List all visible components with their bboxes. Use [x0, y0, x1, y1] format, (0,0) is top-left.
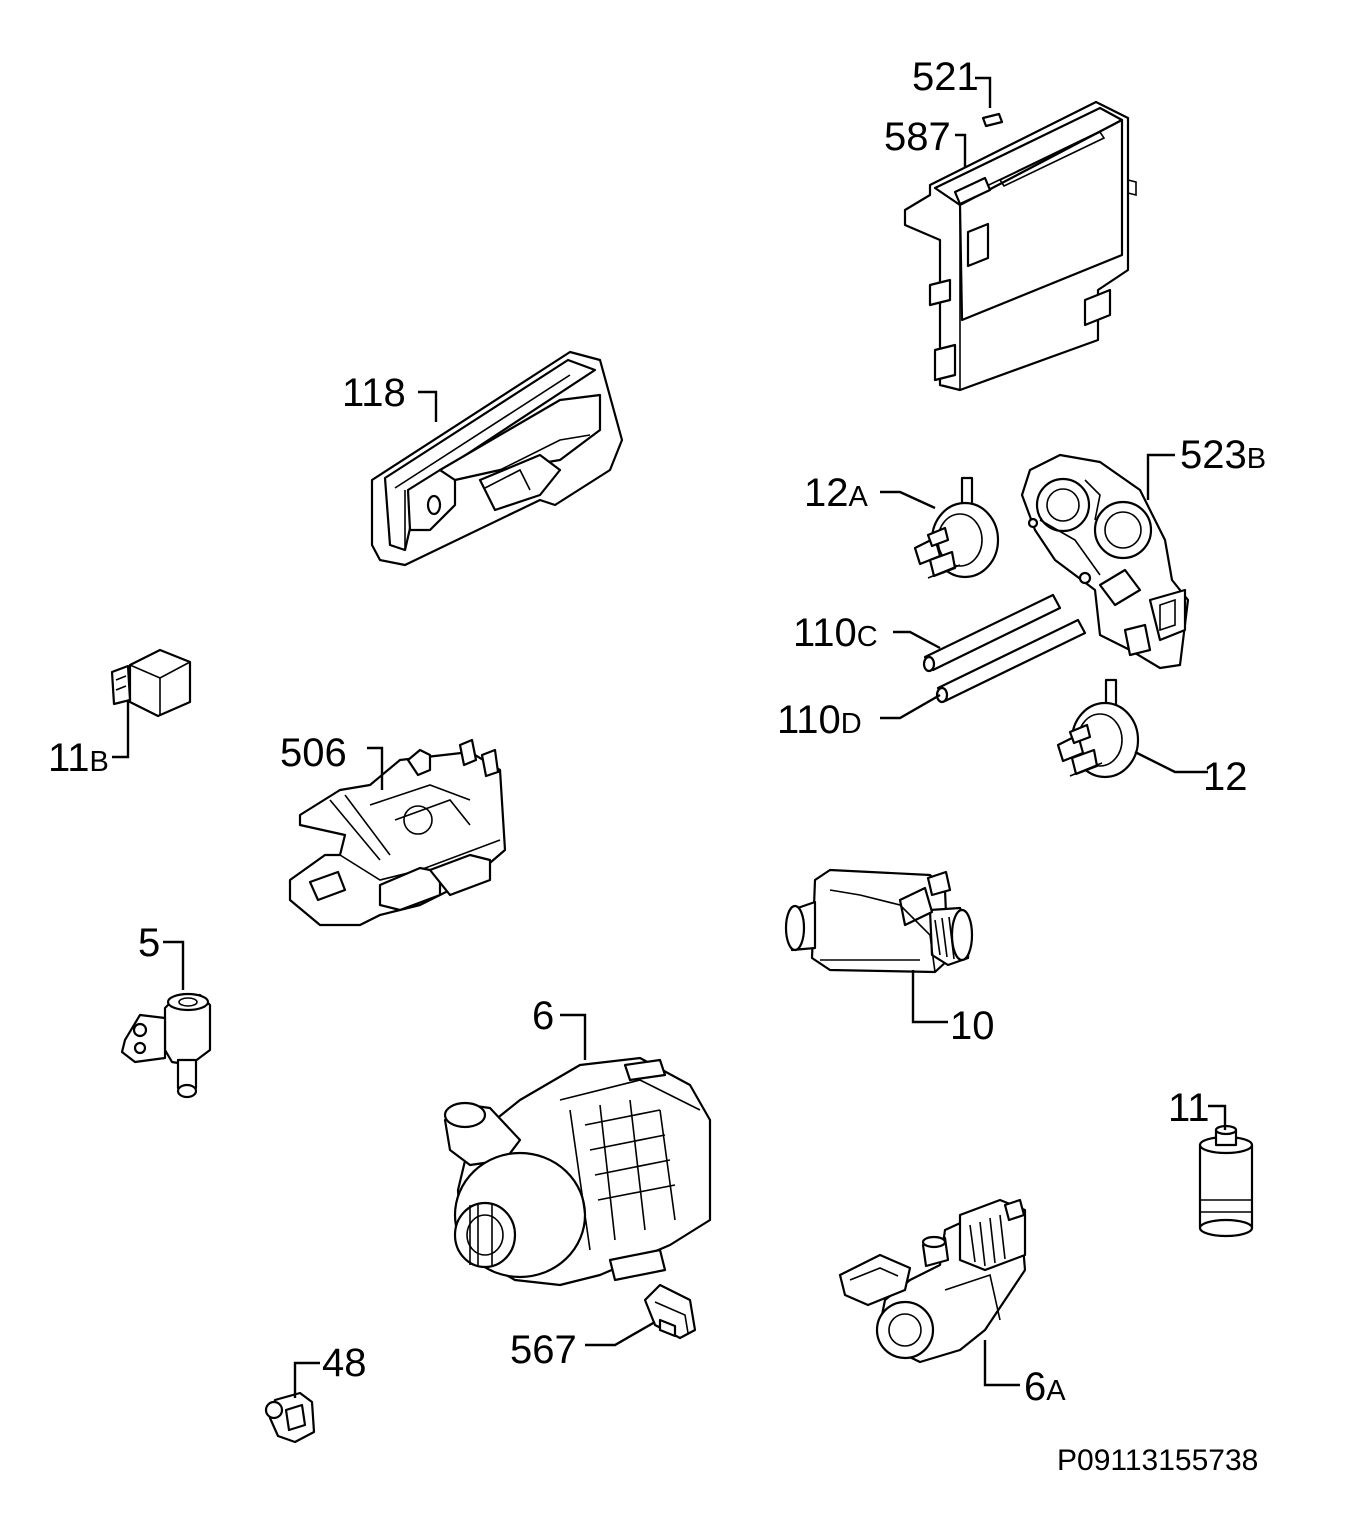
leader-5	[163, 940, 185, 990]
label-11: 11	[1168, 1086, 1210, 1130]
label-506: 506	[280, 731, 347, 775]
leader-12a	[880, 490, 936, 510]
label-587: 587	[884, 115, 951, 159]
reference-code: P09113155738	[1057, 1444, 1258, 1477]
label-10: 10	[950, 1004, 995, 1048]
label-521: 521	[912, 55, 979, 99]
part-12a-pressure-switch	[913, 476, 1000, 579]
leader-567	[585, 1320, 656, 1347]
part-567-clip	[643, 1283, 697, 1340]
part-12-pressure-switch	[1056, 678, 1140, 779]
part-5-inlet-valve	[120, 992, 212, 1099]
part-110c-tube	[922, 593, 1062, 673]
part-118-detergent-dispenser	[370, 350, 624, 567]
leader-6a	[983, 1340, 1020, 1387]
part-11-capacitor	[1198, 1124, 1254, 1238]
part-521-clip	[981, 112, 1004, 128]
leader-11b	[112, 700, 130, 759]
leader-110d	[880, 693, 941, 720]
part-523b-pressure-chamber	[1020, 453, 1190, 670]
leader-118	[418, 390, 438, 422]
part-110d-tube	[935, 618, 1087, 704]
label-12: 12	[1203, 755, 1248, 799]
part-48-fitting	[264, 1391, 316, 1444]
leader-11	[1208, 1104, 1227, 1130]
leader-10	[911, 970, 948, 1024]
leader-587	[955, 133, 967, 168]
leader-48	[293, 1361, 320, 1398]
label-110d: 110D	[777, 698, 862, 742]
leader-lines	[112, 76, 1227, 1398]
part-6a-drain-pump	[838, 1198, 1027, 1364]
part-587-control-module	[903, 100, 1137, 392]
leader-521	[975, 76, 992, 108]
label-6a: 6A	[1024, 1365, 1066, 1409]
label-12a: 12A	[804, 471, 869, 515]
label-567: 567	[510, 1328, 577, 1372]
leader-12	[1134, 750, 1208, 774]
label-5: 5	[138, 921, 160, 965]
leader-506	[367, 746, 384, 790]
leader-6	[560, 1013, 587, 1060]
leader-523b	[1146, 453, 1175, 500]
part-11b-relay	[110, 648, 192, 718]
label-11b: 11B	[48, 736, 109, 780]
label-118: 118	[342, 371, 406, 415]
label-6: 6	[532, 994, 554, 1038]
part-506-softener-unit	[288, 738, 507, 927]
part-6-circulation-pump	[443, 1056, 712, 1287]
label-523b: 523B	[1180, 433, 1266, 477]
label-48: 48	[322, 1341, 367, 1385]
part-10-heater	[784, 868, 974, 974]
leader-110c	[893, 630, 941, 650]
label-110c: 110C	[793, 611, 878, 655]
